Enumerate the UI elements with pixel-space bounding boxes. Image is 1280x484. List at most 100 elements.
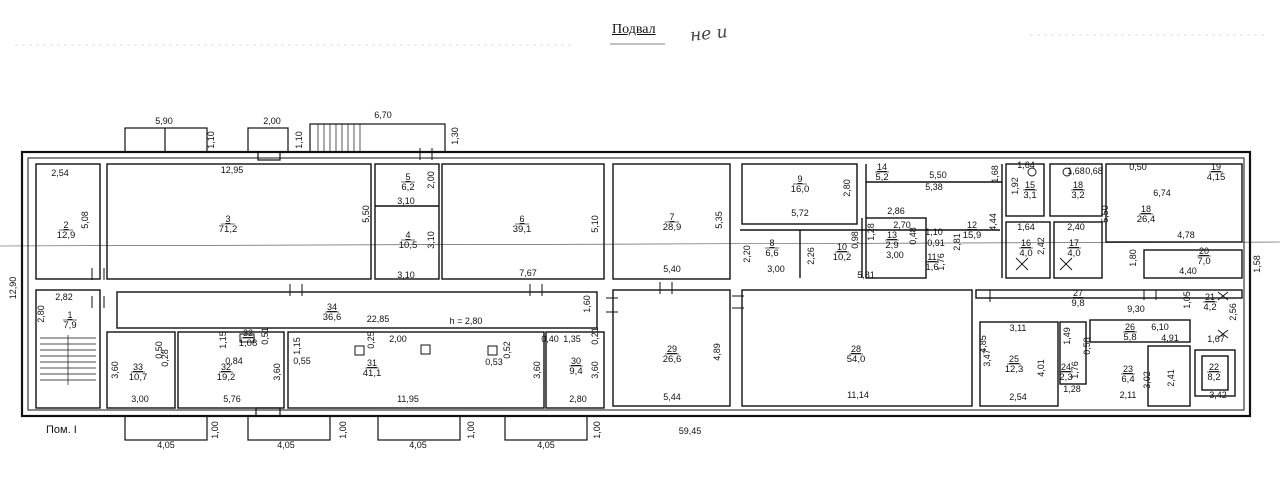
dimension-label: 5,50 bbox=[1100, 205, 1110, 223]
dimension-label: 5,76 bbox=[223, 394, 241, 404]
room-14: 145,2 bbox=[875, 162, 889, 183]
dimension-label: 1,28 bbox=[1063, 384, 1081, 394]
room-number: 10 bbox=[837, 242, 847, 252]
room-area: 9,4 bbox=[569, 366, 582, 377]
dimension-label: 2,56 bbox=[1228, 303, 1238, 321]
dimension-label: 5,08 bbox=[80, 211, 90, 229]
room-area: 7,0 bbox=[1197, 256, 1210, 267]
dimension-label: 3,60 bbox=[590, 361, 600, 379]
dimension-label: 11,95 bbox=[397, 394, 419, 404]
room-number: 21 bbox=[1205, 292, 1215, 302]
room-number: 4 bbox=[405, 230, 410, 240]
dimension-label: 4,05 bbox=[157, 440, 175, 450]
dimension-label: 0,68 bbox=[1085, 166, 1103, 176]
room-23: 236,4 bbox=[1121, 364, 1135, 385]
room-30: 309,4 bbox=[569, 356, 583, 377]
room-number: 16 bbox=[1021, 238, 1031, 248]
room-11: 111,6 bbox=[925, 252, 939, 273]
room-18s: 183,2 bbox=[1071, 180, 1085, 201]
dimension-label: 2,80 bbox=[36, 305, 46, 323]
dimension-label: 3,60 bbox=[272, 363, 282, 381]
dimension-label: 1,68 bbox=[990, 165, 1000, 183]
room-area: 19,2 bbox=[217, 372, 236, 383]
room-area: 10,7 bbox=[129, 372, 148, 383]
dimension-label: 1,64 bbox=[1017, 160, 1035, 170]
dimension-label: 0,53 bbox=[485, 357, 503, 367]
dimension-label: 3,00 bbox=[886, 250, 904, 260]
dimension-label: 0,91 bbox=[927, 238, 945, 248]
dimension-label: 5,44 bbox=[663, 392, 681, 402]
room-area: 4,0 bbox=[1067, 248, 1080, 259]
dimension-label: 4,89 bbox=[712, 343, 722, 361]
room-9: 916,0 bbox=[791, 174, 810, 195]
dimension-label: 3,10 bbox=[397, 270, 415, 280]
dimension-label: 4,05 bbox=[537, 440, 555, 450]
dimension-label: 1,80 bbox=[1128, 249, 1138, 267]
dimension-label: 4,78 bbox=[1177, 230, 1195, 240]
room-area: 12,9 bbox=[57, 230, 76, 241]
dimension-label: 2,26 bbox=[806, 247, 816, 265]
room-number: 13 bbox=[887, 230, 897, 240]
dimension-label: 1,76 bbox=[936, 253, 946, 271]
room-number: 25 bbox=[1009, 354, 1019, 364]
dimension-label: 3,00 bbox=[131, 394, 149, 404]
room-number: 12 bbox=[967, 220, 977, 230]
room-1: 17,9 bbox=[63, 310, 77, 331]
dimension-label: 1,30 bbox=[450, 127, 460, 145]
dimension-label: 2,20 bbox=[742, 245, 752, 263]
dimension-label: 0,25 bbox=[366, 331, 376, 349]
dimension-label: 6,10 bbox=[1151, 322, 1169, 332]
room-area: 10,2 bbox=[833, 252, 852, 263]
dimension-label: 0,98 bbox=[850, 231, 860, 249]
fixtures bbox=[1015, 167, 1229, 339]
room-area: 4,0 bbox=[1019, 248, 1032, 259]
bottom-pits bbox=[124, 407, 588, 441]
dimension-label: 2,54 bbox=[1009, 392, 1027, 402]
dimension-label: 2,70 bbox=[893, 220, 911, 230]
room-number: 27 bbox=[1073, 288, 1083, 298]
dimension-label: 1,05 bbox=[1182, 291, 1192, 309]
room-area: 28,9 bbox=[663, 222, 682, 233]
dimension-label: 12,90 bbox=[8, 277, 18, 300]
premises-label: Пом. I bbox=[46, 424, 77, 436]
dimension-label: 5,40 bbox=[663, 264, 681, 274]
room-number: 8 bbox=[769, 238, 774, 248]
room-number: 32 bbox=[243, 328, 253, 338]
room-area: 2,9 bbox=[885, 240, 898, 251]
dimension-label: 3,60 bbox=[110, 361, 120, 379]
room-24: 242,3 bbox=[1059, 362, 1073, 383]
room-number: 30 bbox=[571, 356, 581, 366]
dimension-label: 2,00 bbox=[426, 171, 436, 189]
dimension-label: 4,44 bbox=[988, 213, 998, 231]
dimension-label: 1,67 bbox=[1207, 334, 1225, 344]
dimension-label: 3,10 bbox=[397, 196, 415, 206]
plan-title: Подвал bbox=[612, 22, 656, 37]
room-5: 56,2 bbox=[401, 172, 415, 193]
dimension-label: 3,11 bbox=[1010, 323, 1027, 333]
dimension-label: 0,51 bbox=[260, 327, 270, 345]
room-area: 6,2 bbox=[401, 182, 414, 193]
dimension-label: 0,52 bbox=[502, 341, 512, 359]
dimension-label: 6,70 bbox=[374, 110, 392, 120]
room-22: 228,2 bbox=[1207, 362, 1221, 383]
dimension-label: 0,50 bbox=[1129, 162, 1147, 172]
room-area: 39,1 bbox=[513, 224, 532, 235]
dimension-label: 3,42 bbox=[1209, 390, 1227, 400]
room-6: 639,1 bbox=[513, 214, 532, 235]
room-number: 32 bbox=[221, 362, 231, 372]
room-17: 174,0 bbox=[1067, 238, 1081, 259]
room-area: 6,6 bbox=[765, 248, 778, 259]
room-number: 15 bbox=[1025, 180, 1035, 190]
room-15: 153,1 bbox=[1023, 180, 1037, 201]
dimension-label: 0,21 bbox=[590, 327, 600, 345]
dimension-label: 5,35 bbox=[714, 211, 724, 229]
top-pits bbox=[124, 123, 446, 161]
room-number: 28 bbox=[851, 344, 861, 354]
dimension-label: 1,35 bbox=[563, 334, 581, 344]
dimension-label: 0,84 bbox=[225, 356, 243, 366]
room-3: 371,2 bbox=[219, 214, 238, 235]
